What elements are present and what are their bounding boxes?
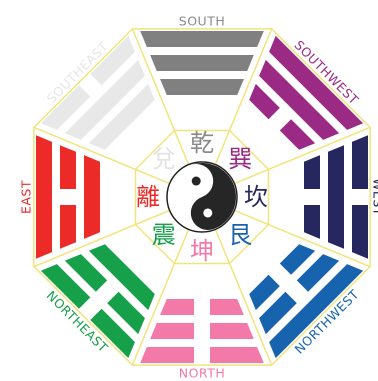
trigram-line-solid xyxy=(88,244,155,311)
trigram-line-broken xyxy=(40,85,91,130)
segment-divider xyxy=(33,210,170,268)
trigram-line-broken xyxy=(90,308,135,359)
trigram-line-solid xyxy=(150,55,254,71)
trigram-line-broken xyxy=(352,135,368,189)
trigram-char-north: 坤 xyxy=(190,237,214,265)
trigram-line-broken xyxy=(210,347,264,363)
trigram-southeast xyxy=(40,35,155,150)
trigram-line-solid xyxy=(328,145,344,249)
direction-label-south: SOUTH xyxy=(179,13,225,28)
segment-divider xyxy=(234,210,371,268)
segment-divider xyxy=(33,126,170,184)
trigram-line-broken xyxy=(304,155,320,189)
segment-divider xyxy=(131,229,189,366)
trigram-southwest xyxy=(249,35,364,150)
trigram-west xyxy=(304,135,368,259)
yin-yang-icon xyxy=(166,161,238,233)
trigram-line-solid xyxy=(269,35,364,130)
trigram-line-broken xyxy=(90,35,135,86)
trigram-char-south: 乾 xyxy=(190,129,214,157)
trigram-line-broken xyxy=(160,299,194,315)
trigram-northeast xyxy=(40,244,155,359)
trigram-char-east: 離 xyxy=(136,183,160,211)
trigram-line-solid xyxy=(140,31,264,47)
trigram-char-southwest: 巽 xyxy=(228,145,252,173)
trigram-char-west: 坎 xyxy=(244,183,268,211)
trigram-line-solid xyxy=(84,155,100,239)
trigram-line-solid xyxy=(269,264,364,359)
segment-divider xyxy=(131,28,189,165)
trigram-north xyxy=(140,299,264,363)
trigram-char-northwest: 艮 xyxy=(228,221,252,249)
trigram-line-broken xyxy=(304,205,320,239)
trigram-line-broken xyxy=(210,323,254,339)
yin-half xyxy=(190,163,236,230)
trigram-line-broken xyxy=(259,291,297,335)
trigram-line-broken xyxy=(40,264,91,309)
trigram-line-broken xyxy=(279,244,316,275)
trigram-line-solid xyxy=(64,59,145,140)
direction-label-east: EAST xyxy=(18,180,33,214)
trigram-northwest xyxy=(249,244,364,359)
segment-divider xyxy=(234,126,371,184)
trigram-line-broken xyxy=(352,205,368,259)
trigram-line-broken xyxy=(60,205,76,249)
direction-label-west: WEST xyxy=(371,178,378,216)
trigram-east xyxy=(36,135,100,259)
trigram-line-broken xyxy=(249,83,280,120)
trigram-line-broken xyxy=(60,145,76,189)
trigram-line-broken xyxy=(140,347,194,363)
trigram-south xyxy=(140,31,264,95)
yang-dot xyxy=(203,208,213,218)
trigram-line-broken xyxy=(296,254,340,292)
direction-label-north: NORTH xyxy=(179,366,226,381)
trigram-line-broken xyxy=(107,291,145,335)
trigram-line-broken xyxy=(150,323,194,339)
trigram-line-broken xyxy=(64,254,108,292)
trigram-char-northeast: 震 xyxy=(152,221,176,249)
trigram-bars xyxy=(36,31,368,363)
trigram-char-southeast: 兌 xyxy=(152,145,176,173)
trigram-line-broken xyxy=(210,299,244,315)
segment-divider xyxy=(215,28,273,165)
trigram-line-solid xyxy=(36,135,52,259)
trigram-line-solid xyxy=(160,79,244,95)
segment-divider xyxy=(215,229,273,366)
trigram-line-solid xyxy=(88,83,155,150)
yin-dot xyxy=(191,176,201,186)
trigram-line-broken xyxy=(249,274,280,311)
trigram-line-broken xyxy=(279,119,316,150)
trigram-line-solid xyxy=(259,59,340,140)
